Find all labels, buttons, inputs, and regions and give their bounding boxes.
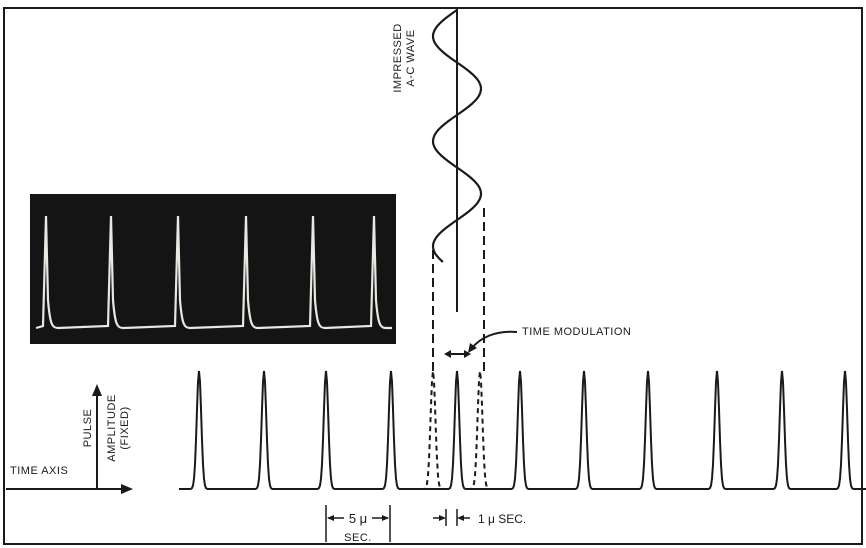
one-microsecond-dimension <box>433 509 470 526</box>
fixed-label: (FIXED) <box>119 406 131 449</box>
axes <box>6 384 133 494</box>
time-axis-arrowhead <box>121 484 133 494</box>
page-frame <box>3 7 863 545</box>
five-mu-sec-label: SEC. <box>344 532 372 544</box>
five-mu-label: 5 μ <box>349 511 367 526</box>
time-axis-label: TIME AXIS <box>10 465 68 477</box>
dashed-pulse-left <box>420 370 446 490</box>
impressed-ac-wave <box>431 9 483 263</box>
time-modulation-label: TIME MODULATION <box>522 326 631 338</box>
amplitude-label: AMPLITUDE <box>106 394 118 461</box>
dashed-pulse-right <box>467 370 493 490</box>
time-modulation-pointer-head <box>468 343 477 353</box>
pulse-label: PULSE <box>82 409 94 448</box>
pulse-train <box>179 370 866 490</box>
five-microsecond-dimension <box>325 505 391 542</box>
amplitude-axis-arrowhead <box>92 384 102 396</box>
impressed-label: IMPRESSED <box>392 23 404 92</box>
one-mu-sec-label: 1 μ SEC. <box>478 512 526 526</box>
double-headed-arrow <box>444 350 471 358</box>
scope-screen <box>30 194 396 344</box>
ac-wave-group <box>431 8 485 372</box>
scope-pulse-trace <box>35 215 392 330</box>
ac-wave-label: A-C WAVE <box>405 29 417 86</box>
time-modulation-pointer <box>470 330 518 350</box>
oscilloscope-photo <box>30 194 396 344</box>
